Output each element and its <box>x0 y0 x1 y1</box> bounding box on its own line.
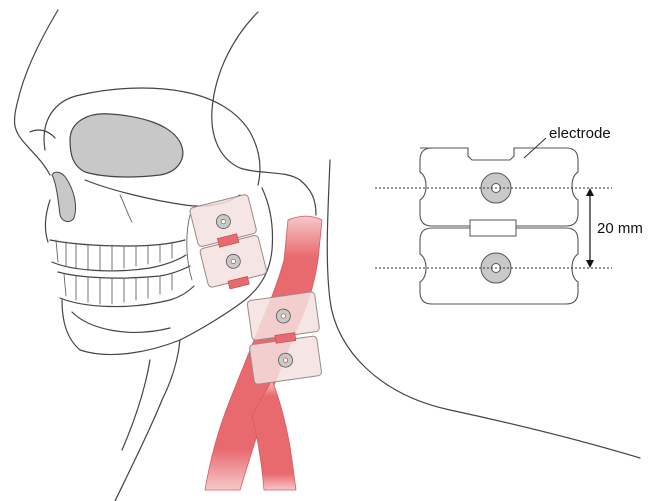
electrode-detail: 20 mm electrode <box>375 125 643 304</box>
lower-teeth <box>58 266 194 307</box>
spacing-label: 20 mm <box>597 220 643 237</box>
dimension-arrow <box>586 188 594 268</box>
upper-teeth <box>50 240 186 271</box>
electrode-label: electrode <box>549 125 611 142</box>
electrode-pair-neck <box>243 292 326 385</box>
electrode-pair-masseter <box>189 194 269 294</box>
detail-connector <box>470 220 516 236</box>
nasal-cavity <box>52 172 76 221</box>
orbit <box>70 114 183 177</box>
